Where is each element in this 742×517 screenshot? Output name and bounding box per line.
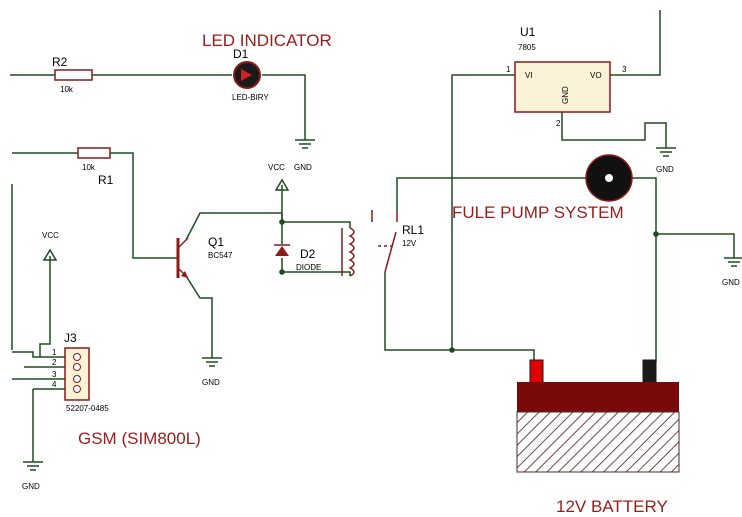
ground-symbol-gsm: GND bbox=[22, 461, 43, 491]
relay-rl1[interactable]: RL1 12V bbox=[341, 210, 424, 277]
battery-label: 12V BATTERY bbox=[556, 497, 668, 516]
u1-pin1: 1 bbox=[506, 65, 511, 74]
u1-pin3: 3 bbox=[622, 65, 627, 74]
r1-value: 10k bbox=[82, 163, 96, 172]
u1-value: 7805 bbox=[518, 43, 536, 52]
gnd-q1-label: GND bbox=[202, 378, 220, 387]
connector-j3[interactable]: J3 1 2 3 4 52207-0485 bbox=[52, 331, 109, 413]
r2-ref: R2 bbox=[52, 55, 68, 69]
fuel-pump-motor[interactable] bbox=[585, 154, 633, 202]
rl1-value: 12V bbox=[402, 239, 417, 248]
ground-symbol-right: GND bbox=[722, 257, 742, 287]
j3-pin1: 1 bbox=[52, 348, 57, 357]
j3-pin3: 3 bbox=[52, 370, 57, 379]
battery-12v[interactable] bbox=[516, 359, 680, 473]
diode-d2[interactable]: D2 DIODE bbox=[274, 244, 321, 272]
d2-ref: D2 bbox=[300, 247, 316, 261]
vcc-symbol-d2: VCC bbox=[268, 163, 290, 191]
gnd-u1-label: GND bbox=[656, 165, 674, 174]
d1-value: LED-BIRY bbox=[232, 93, 269, 102]
j3-value: 52207-0485 bbox=[66, 404, 109, 413]
gnd-right-label: GND bbox=[722, 278, 740, 287]
r2-value: 10k bbox=[60, 85, 74, 94]
r1-ref: R1 bbox=[98, 173, 114, 187]
resistor-r2[interactable]: R2 10k bbox=[52, 55, 93, 94]
q1-value: BC547 bbox=[208, 251, 233, 260]
ground-symbol-led: GND bbox=[294, 139, 315, 172]
ground-symbol-q1: GND bbox=[202, 357, 222, 387]
gnd-led-label: GND bbox=[294, 163, 312, 172]
d1-ref: D1 bbox=[233, 47, 249, 61]
d2-value: DIODE bbox=[296, 263, 321, 272]
rl1-ref: RL1 bbox=[402, 223, 424, 237]
ground-symbol-u1: GND bbox=[656, 147, 676, 174]
led-d1[interactable]: D1 LED-BIRY bbox=[232, 47, 269, 102]
vcc-d2-label: VCC bbox=[268, 163, 285, 172]
u1-pin-gnd: GND bbox=[561, 86, 570, 104]
j3-ref: J3 bbox=[64, 331, 77, 345]
fuel-pump-system-label: FULE PUMP SYSTEM bbox=[452, 203, 624, 222]
resistor-r1[interactable]: 10k R1 bbox=[77, 147, 114, 187]
u1-pin-vi: VI bbox=[525, 71, 533, 80]
j3-pin2: 2 bbox=[52, 358, 57, 367]
u1-ref: U1 bbox=[520, 25, 536, 39]
wires bbox=[10, 10, 735, 462]
led-indicator-label: LED INDICATOR bbox=[202, 31, 332, 50]
gnd-gsm-label: GND bbox=[22, 482, 40, 491]
q1-ref: Q1 bbox=[208, 235, 224, 249]
j3-pin4: 4 bbox=[52, 380, 57, 389]
gsm-label: GSM (SIM800L) bbox=[78, 429, 201, 448]
u1-pin-vo: VO bbox=[590, 71, 602, 80]
transistor-q1[interactable]: Q1 BC547 bbox=[176, 235, 233, 279]
vcc-symbol-j3: VCC bbox=[42, 231, 59, 261]
u1-pin2: 2 bbox=[556, 119, 561, 128]
regulator-u1[interactable]: U1 7805 VI VO GND 1 3 2 bbox=[506, 25, 627, 128]
vcc-j3-label: VCC bbox=[42, 231, 59, 240]
